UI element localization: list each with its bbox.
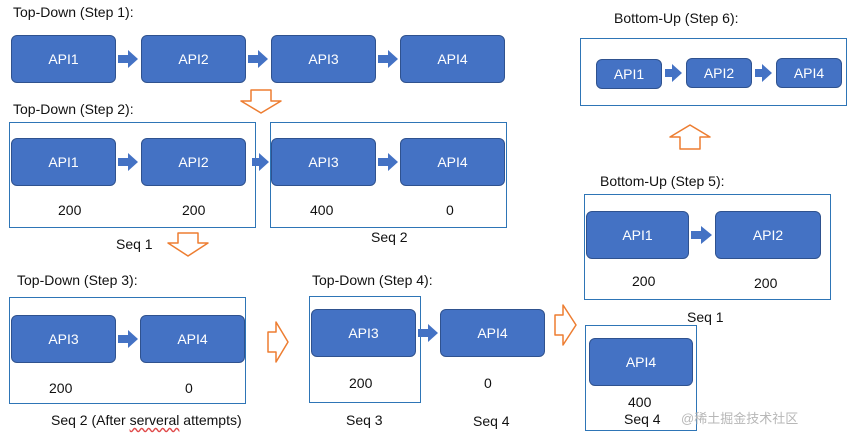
seq4-label: Seq 4: [473, 413, 510, 429]
flow-down-arrow-icon: [240, 89, 282, 114]
api4-box: API4: [440, 309, 545, 357]
api4-value: 400: [628, 394, 652, 410]
seq2-retry-frame: [9, 297, 246, 404]
connector-arrow-icon: [378, 50, 398, 68]
api2-value: 200: [754, 275, 778, 291]
api3-box: API3: [311, 309, 416, 357]
connector-arrow-icon: [118, 50, 138, 68]
api4-box: API4: [589, 338, 693, 386]
step1-label: Top-Down (Step 1):: [13, 4, 134, 20]
connector-arrow-icon: [755, 64, 772, 82]
api3-box: API3: [11, 315, 116, 363]
step6-frame: [580, 38, 847, 106]
api2-box: API2: [141, 138, 246, 186]
connector-arrow-icon: [252, 153, 269, 171]
api4-box: API4: [400, 35, 505, 83]
api2-value: 200: [182, 202, 206, 218]
seq3-label: Seq 3: [346, 412, 383, 428]
connector-arrow-icon: [118, 153, 138, 171]
step3-label: Top-Down (Step 3):: [17, 272, 138, 288]
flow-up-arrow-icon: [669, 124, 711, 150]
step5-label: Bottom-Up (Step 5):: [600, 173, 725, 189]
connector-arrow-icon: [118, 330, 138, 348]
seq3-frame: [309, 296, 421, 403]
step2-label: Top-Down (Step 2):: [13, 101, 134, 117]
seq1-label: Seq 1: [116, 236, 153, 252]
seq2-retry-label: Seq 2 (After serveral attempts): [51, 412, 242, 428]
api3-box: API3: [271, 35, 376, 83]
api2-box: API2: [715, 211, 821, 259]
api2-box: API2: [141, 35, 246, 83]
api1-value: 200: [58, 202, 82, 218]
api4-value: 0: [484, 375, 492, 391]
api4-value: 0: [185, 380, 193, 396]
connector-arrow-icon: [665, 64, 682, 82]
api4-box: API4: [400, 138, 505, 186]
connector-arrow-icon: [418, 324, 438, 342]
api1-box: API1: [596, 59, 662, 89]
flow-right-arrow-icon: [554, 304, 577, 346]
api1-value: 200: [632, 273, 656, 289]
api4-value: 0: [446, 202, 454, 218]
connector-arrow-icon: [691, 226, 712, 244]
api2-box: API2: [686, 58, 752, 88]
api3-box: API3: [271, 138, 376, 186]
seq1-frame: [9, 122, 256, 228]
api1-box: API1: [11, 35, 116, 83]
step5-seq1-frame: [584, 194, 831, 300]
seq2-label: Seq 2: [371, 229, 408, 245]
connector-arrow-icon: [248, 50, 268, 68]
step5-seq1-label: Seq 1: [687, 309, 724, 325]
api4-box: API4: [776, 58, 842, 88]
flow-down-arrow-icon: [167, 232, 209, 257]
step5-seq4-label: Seq 4: [624, 411, 661, 427]
step4-label: Top-Down (Step 4):: [312, 272, 433, 288]
connector-arrow-icon: [378, 153, 398, 171]
api1-box: API1: [586, 211, 689, 259]
step5-seq4-frame: [585, 325, 697, 431]
step6-label: Bottom-Up (Step 6):: [614, 10, 739, 26]
api3-value: 200: [49, 380, 73, 396]
watermark: @稀土掘金技术社区: [681, 411, 799, 426]
api1-box: API1: [11, 138, 116, 186]
seq2-frame: [270, 122, 507, 228]
flow-right-arrow-icon: [267, 321, 289, 363]
api3-value: 200: [349, 375, 373, 391]
api4-box: API4: [140, 315, 245, 363]
api3-value: 400: [310, 202, 334, 218]
